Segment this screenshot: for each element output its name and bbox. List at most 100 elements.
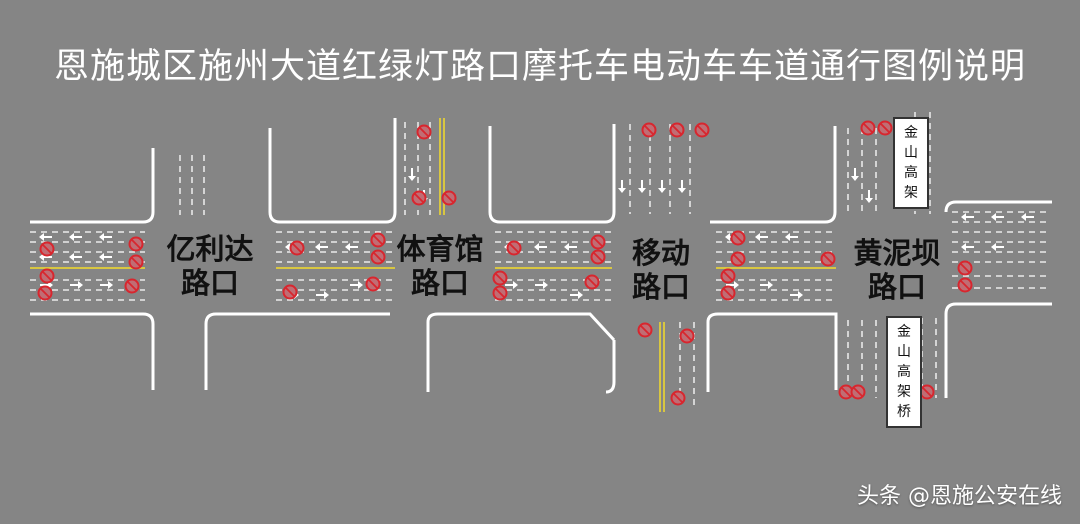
label-line: 体育馆 [396,232,484,266]
sign-slash [862,122,874,134]
sign-char: 架 [904,185,918,201]
lane-arrow-icon [760,281,773,289]
no-motorcycle-icon [492,285,508,301]
sign-slash [508,242,520,254]
lane-arrow-icon [865,190,873,203]
no-motorcycle-icon [730,251,746,267]
lane-arrow-icon [658,180,666,193]
sign-slash [418,126,430,138]
curb-line [710,126,837,224]
curb-line [605,340,616,394]
sign-char: 金 [904,125,918,141]
sign-slash [822,253,834,265]
intersection-label-yidong: 移动 路口 [606,236,716,304]
sign-slash [732,232,744,244]
lane-arrow-icon [345,243,358,251]
lane-arrow-icon [99,233,112,241]
no-motorcycle-icon [411,190,427,206]
lane-arrow-icon [790,291,803,299]
sign-slash [41,270,53,282]
curb-line [268,118,397,224]
sign-slash [643,124,655,136]
no-motorcycle-icon [957,260,973,276]
lane-arrow-icon [726,281,739,289]
no-motorcycle-icon [128,236,144,252]
no-motorcycle-icon [669,122,685,138]
intersection-label-huangniba: 黄泥坝 路口 [842,236,952,304]
curb-line [426,312,616,392]
no-motorcycle-icon [670,390,686,406]
label-line: 亿利达 [166,232,254,266]
lane-arrow-icon [39,233,52,241]
sign-char: 桥 [897,404,911,420]
lane-arrow-icon [69,233,82,241]
sign-slash [696,124,708,136]
lane-arrow-icon [961,243,974,251]
no-motorcycle-icon [637,322,653,338]
intersection-label-tiyuguan: 体育馆 路口 [385,232,495,300]
no-motorcycle-icon [730,230,746,246]
road-curbs [30,118,1052,398]
lane-arrow-icon [1021,213,1034,221]
no-motorcycle-icon [820,251,836,267]
curb-line [204,312,390,390]
sign-slash [959,279,971,291]
label-line: 路口 [410,266,469,300]
lane-arrow-icon [851,168,859,181]
no-motorcycle-icon [365,276,381,292]
curb-line [944,200,1052,213]
lane-arrow-icon [505,281,518,289]
sign-slash [959,262,971,274]
lane-arrow-icon [564,243,577,251]
no-motorcycle-icon [641,122,657,138]
no-motorcycle-icon [416,124,432,140]
no-motorcycle-icon [39,268,55,284]
no-motorcycle-icon [957,277,973,293]
sign-slash [372,234,384,246]
bridge-sign-north: 金 山 高 架 [893,117,929,209]
no-motorcycle-icon [850,384,866,400]
sign-slash [494,272,506,284]
no-motorcycle-icon [128,254,144,270]
sign-slash [879,122,891,134]
curb-line [944,302,957,398]
sign-slash [413,192,425,204]
sign-slash [443,192,455,204]
label-line: 移动 [631,236,690,270]
sign-char: 高 [897,364,911,380]
no-motorcycle-icon [720,285,736,301]
no-motorcycle-icon [370,249,386,265]
sign-slash [41,243,53,255]
sign-slash [672,392,684,404]
lane-arrow-icon [678,180,686,193]
lane-arrow-icon [408,168,416,181]
curb-line [30,312,155,390]
no-motorcycle-icon [39,241,55,257]
intersection-label-yilida: 亿利达 路口 [155,232,265,300]
lane-arrow-icon [316,291,329,299]
lane-arrow-icon [70,281,83,289]
lane-arrow-icon [69,253,82,261]
lane-arrow-icon [40,281,53,289]
no-motorcycle-icon [590,234,606,250]
sign-char: 高 [904,165,918,181]
no-motorcycle-icon [584,274,600,290]
label-line: 黄泥坝 [853,236,941,270]
label-line: 路口 [867,270,926,304]
no-motorcycle-icon [590,249,606,265]
sign-slash [639,324,651,336]
no-motorcycle-icon [37,285,53,301]
sign-slash [367,278,379,290]
sign-slash [681,330,693,342]
lane-arrow-icon [991,243,1004,251]
bridge-sign-south: 金 山 高 架 桥 [886,316,922,428]
no-motorcycle-icon [694,122,710,138]
no-motorcycle-icon [506,240,522,256]
lane-arrow-icon [534,243,547,251]
lane-arrow-icon [638,180,646,193]
sign-slash [130,256,142,268]
no-motorcycle-icon [124,278,140,294]
no-motorcycle-icon [492,270,508,286]
sign-char: 架 [897,384,911,400]
